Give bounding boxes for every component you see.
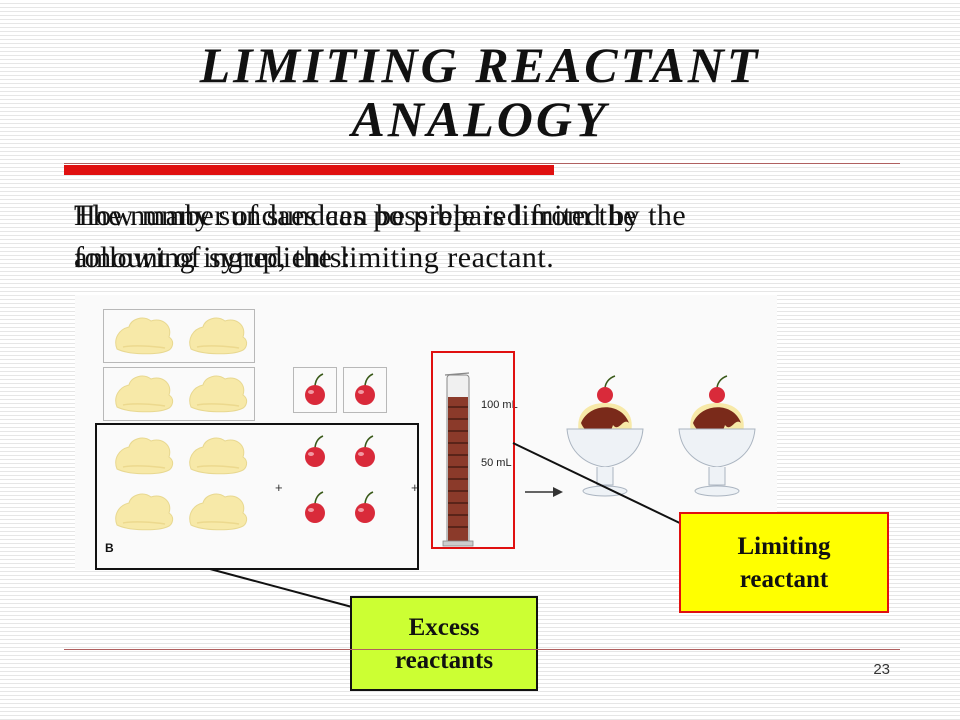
sundae-figure: + + B 100 mL 50 mL [75,295,777,570]
body-text-question-line-2: following ingredients: [74,241,351,274]
limiting-reactant-highlight [431,351,515,549]
body-text-conclusion: The number of sundaes possible is limite… [74,195,864,279]
cylinder-label-50: 50 mL [481,457,512,469]
callout-limiting-reactant: Limiting reactant [679,512,889,613]
title-line-1: LIMITING REACTANT [199,37,761,93]
footer-divider [64,649,900,650]
excess-reactants-highlight [95,423,419,570]
title-line-2: ANALOGY [351,91,609,147]
callout-excess-reactants: Excess reactants [350,596,538,691]
cylinder-label-100: 100 mL [481,399,518,411]
scoop-group-box [103,367,255,421]
plus-sign: + [275,480,283,495]
cherry-box [293,367,337,413]
excess-connector-line [209,568,353,608]
slide-title: LIMITING REACTANT ANALOGY [0,38,960,146]
body-text-question: How many sundaes can be prepared from th… [74,195,864,279]
graduated-cylinder-icon [442,372,474,547]
sundae-icon [566,375,644,497]
callout-excess-line-2: reactants [394,646,494,674]
arrow-right-icon [525,487,563,497]
callout-limiting-line-1: Limiting [737,532,831,560]
page-number: 23 [873,661,890,678]
plus-sign: + [411,480,419,495]
sundae-icon [678,375,756,497]
cherry-box [343,367,387,413]
body-text-conclusion-line-2: amount of syrup, the limiting reactant. [74,241,555,274]
callout-limiting-line-2: reactant [739,565,829,593]
callout-excess-line-1: Excess [408,613,480,641]
title-divider-thin [64,163,900,164]
scoop-group-box [103,309,255,363]
body-text-conclusion-line-1: The number of sundaes possible is limite… [74,199,687,232]
title-divider-thick [64,165,554,175]
body-text-question-line-1: How many sundaes can be prepared from th… [74,199,637,232]
limiting-connector-line [512,442,687,527]
panel-label: B [105,541,114,555]
